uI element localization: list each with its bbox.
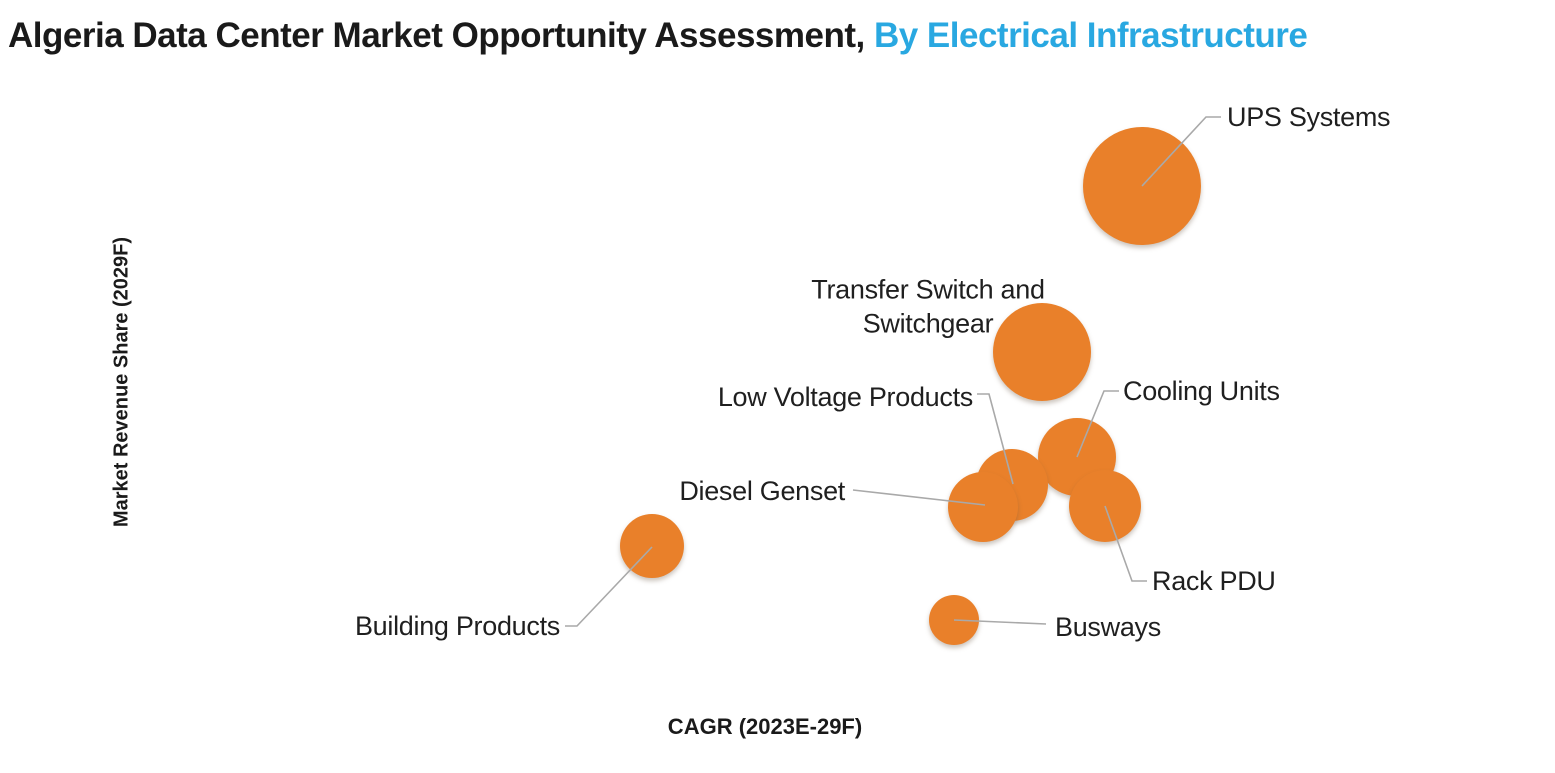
bubble-diesel-genset (948, 472, 1018, 542)
bubble-label-ups-systems: UPS Systems (1227, 102, 1391, 133)
bubble-label-low-voltage-products: Low Voltage Products (717, 382, 973, 413)
bubble-rack-pdu (1069, 470, 1141, 542)
bubble-label-building-products: Building Products (354, 611, 560, 642)
bubble-label-rack-pdu: Rack PDU (1152, 566, 1276, 597)
chart-title-main: Algeria Data Center Market Opportunity A… (8, 16, 865, 55)
bubble-label-cooling-units: Cooling Units (1123, 376, 1280, 407)
bubble-ups-systems (1083, 127, 1201, 245)
bubble-label-diesel-genset: Diesel Genset (679, 476, 845, 507)
bubble-transfer-switch-and-switchgear (993, 303, 1091, 401)
bubble-building-products (620, 514, 684, 578)
bubble-busways (929, 595, 979, 645)
chart-title: Algeria Data Center Market Opportunity A… (8, 16, 1308, 56)
x-axis-label: CAGR (2023E-29F) (667, 714, 863, 739)
bubble-label-busways: Busways (1055, 612, 1161, 643)
chart-title-accent: By Electrical Infrastructure (864, 16, 1308, 55)
bubble-label-transfer-switch-and-switchgear: Transfer Switch and Switchgear (811, 274, 1045, 338)
